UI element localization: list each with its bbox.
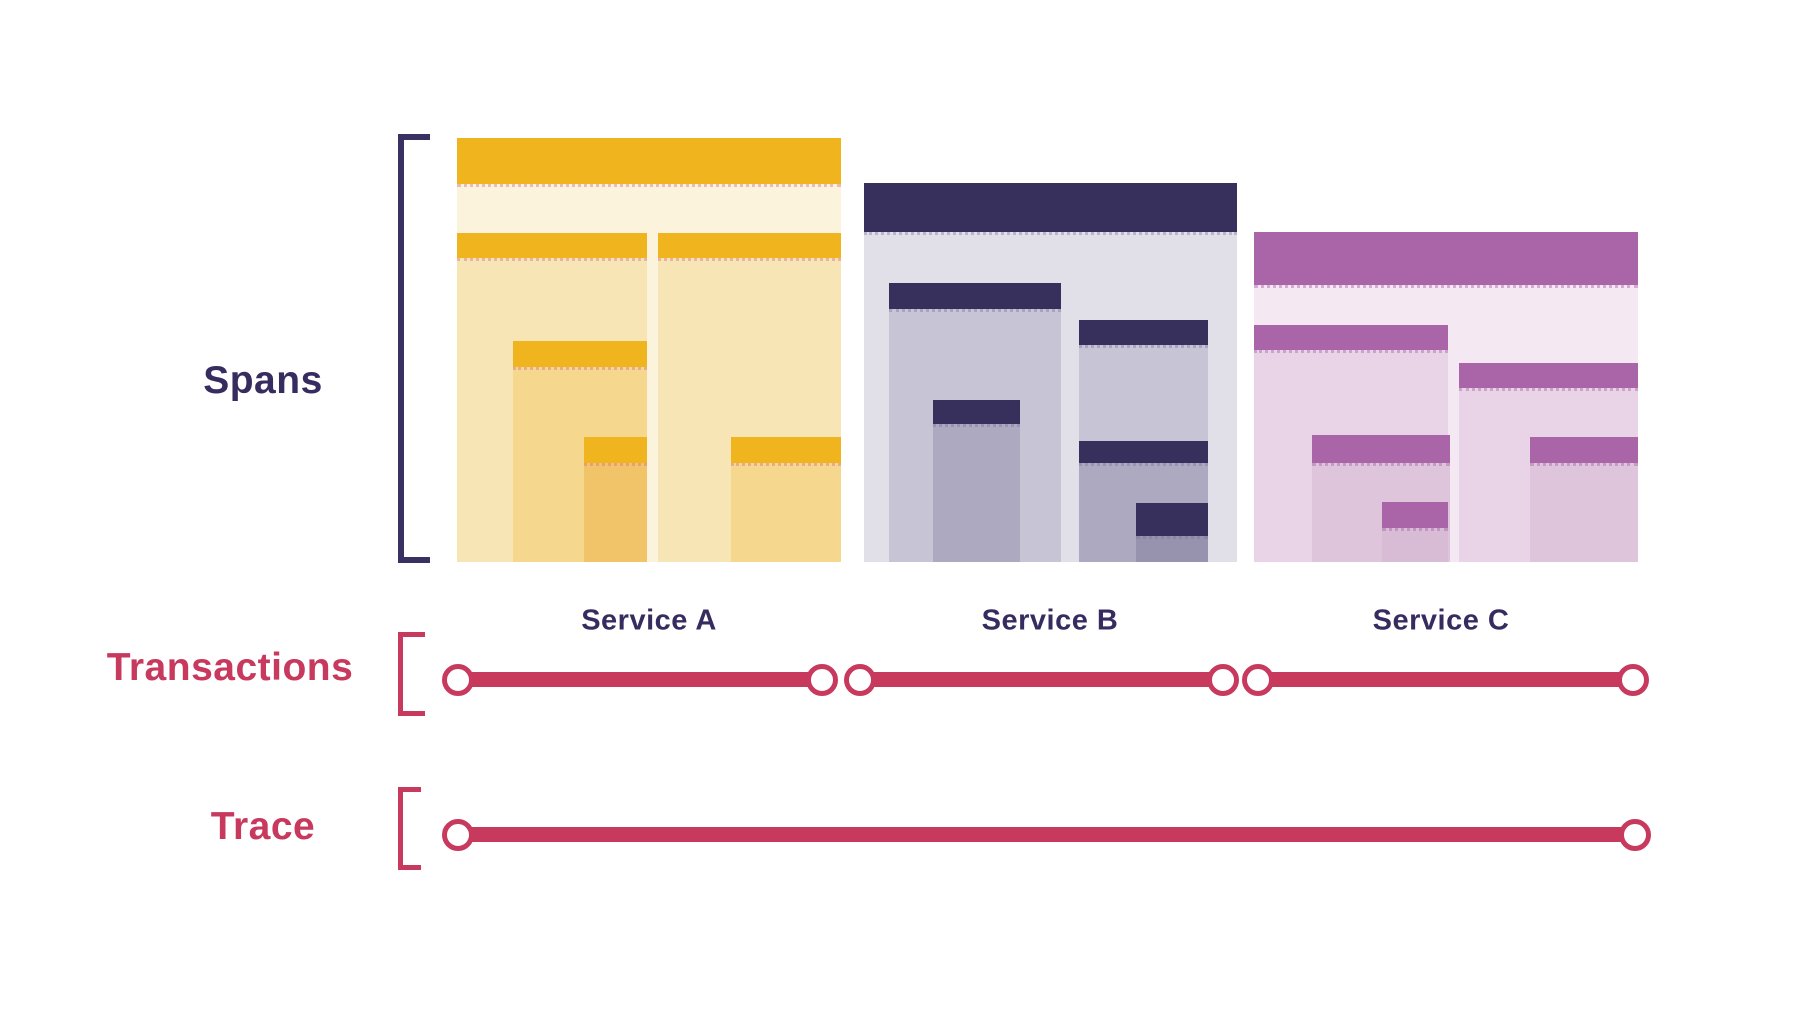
transactions-bracket — [398, 632, 425, 716]
transaction-endpoint-circle — [1207, 664, 1239, 696]
span-header-c — [1254, 325, 1448, 350]
transaction-line — [458, 672, 822, 687]
span-body-c — [1382, 528, 1448, 562]
trace-label: Trace — [210, 805, 316, 848]
transaction-line — [1258, 672, 1633, 687]
transaction-endpoint-circle — [806, 664, 838, 696]
span-header-b — [1136, 503, 1208, 536]
spans-label: Spans — [203, 359, 323, 402]
span-body-a — [584, 463, 647, 562]
span-header-b — [1079, 441, 1208, 463]
span-header-c — [1459, 363, 1638, 388]
span-body-b — [933, 424, 1020, 562]
transaction-endpoint-circle — [442, 664, 474, 696]
transaction-line — [860, 672, 1223, 687]
span-header-a — [457, 233, 647, 258]
span-header-b — [889, 283, 1061, 309]
transaction-endpoint-circle — [1242, 664, 1274, 696]
transaction-endpoint-circle — [844, 664, 876, 696]
trace-endpoint-circle — [442, 819, 474, 851]
spans-bracket — [398, 134, 430, 563]
span-header-a — [457, 138, 841, 184]
span-header-c — [1530, 437, 1638, 463]
span-header-a — [513, 341, 647, 367]
service-label: Service C — [1372, 604, 1510, 637]
transactions-label: Transactions — [106, 646, 354, 689]
trace-bracket — [398, 787, 421, 870]
transaction-endpoint-circle — [1617, 664, 1649, 696]
service-label: Service A — [581, 604, 717, 637]
service-label: Service B — [981, 604, 1119, 637]
span-header-b — [933, 400, 1020, 424]
trace-line — [458, 827, 1635, 842]
span-body-c — [1530, 463, 1638, 562]
span-header-c — [1382, 502, 1448, 528]
span-header-a — [584, 437, 647, 463]
span-header-b — [864, 183, 1237, 232]
trace-endpoint-circle — [1619, 819, 1651, 851]
span-header-a — [731, 437, 841, 463]
span-header-c — [1254, 232, 1638, 285]
span-body-a — [731, 463, 841, 562]
span-header-c — [1312, 435, 1450, 463]
span-header-b — [1079, 320, 1208, 345]
span-header-a — [658, 233, 841, 258]
span-body-b — [1136, 536, 1208, 562]
